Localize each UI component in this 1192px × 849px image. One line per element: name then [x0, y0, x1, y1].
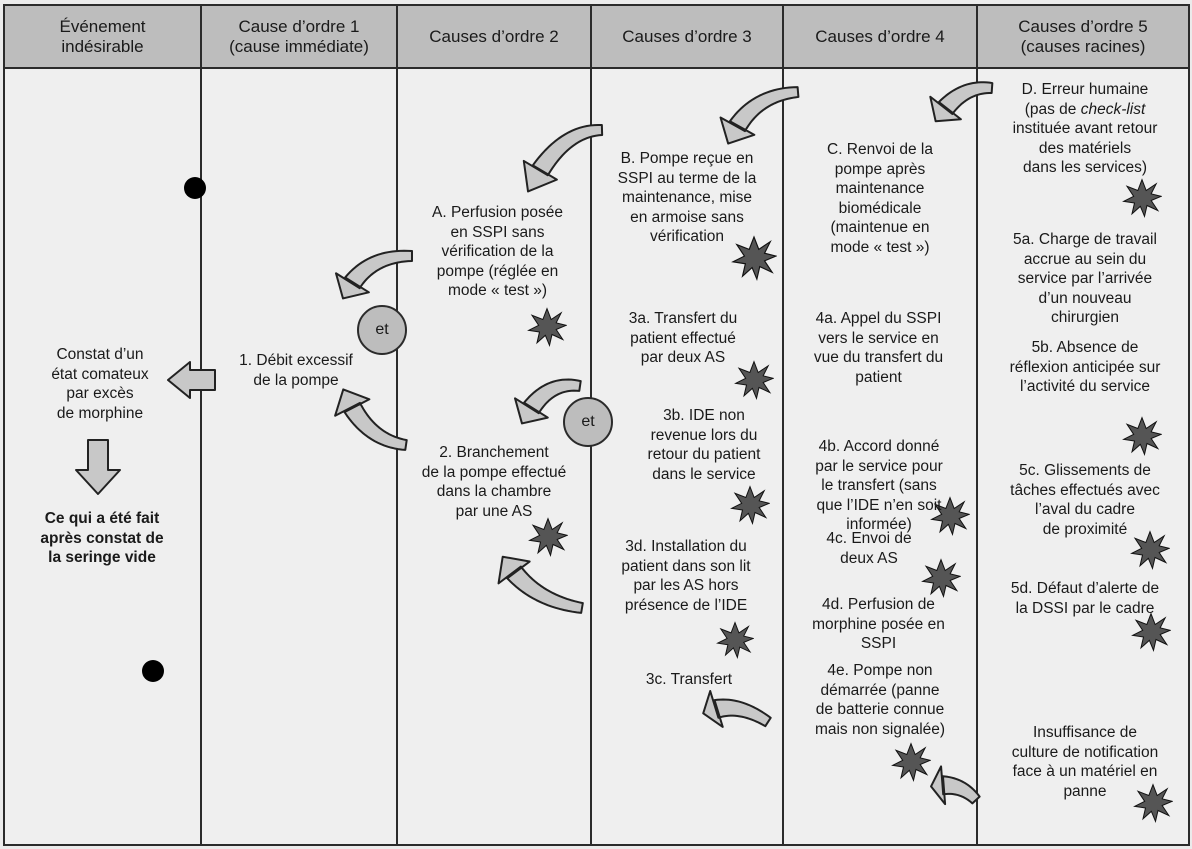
risk-marker-3d: [717, 622, 754, 658]
column-divider: [396, 6, 398, 844]
cause-1-text: 1. Débit excessif de la pompe: [239, 352, 353, 389]
risk-marker-5b: [1123, 417, 1162, 455]
et-node-1: et: [357, 305, 407, 355]
risk-marker-5d: [1132, 613, 1171, 651]
cause-D-checklist: check-list: [1080, 100, 1146, 118]
arrow-D-to-C: [929, 81, 994, 123]
risk-marker-3b: [731, 486, 770, 524]
cause-5a-text: 5a. Charge de travail accrue au sein du …: [1013, 231, 1157, 326]
scan-dot-bottom: [142, 660, 164, 682]
header-ordre-5: Causes d’ordre 5 (causes racines): [978, 6, 1188, 69]
cause-3d-text: 3d. Installation du patient dans son lit…: [621, 538, 751, 614]
cause-B-text: B. Pompe reçue en SSPI au terme de la ma…: [617, 150, 757, 245]
header-ordre-3: Causes d’ordre 3: [592, 6, 784, 69]
arrow-A-to-et: [334, 249, 414, 300]
cause-5c-text: 5c. Glissements de tâches effectués avec…: [1010, 462, 1160, 538]
cause-D-block: D. Erreur humaine (pas de check-list ins…: [982, 80, 1188, 178]
cause-D-rest: instituée avant retour des matériels dan…: [1012, 120, 1158, 176]
cause-D-line1: D. Erreur humaine: [1021, 81, 1149, 98]
arrow-C-to-B: [719, 86, 800, 145]
cause-4e-text: 4e. Pompe non démarrée (panne de batteri…: [814, 662, 946, 738]
header-evenement: Événement indésirable: [5, 6, 202, 69]
cause-3c-text: 3c. Transfert: [645, 671, 733, 688]
arrow-down-event: [75, 439, 121, 495]
arrow-3d-to-2: [497, 555, 584, 614]
cause-4c-text: 4c. Envoi de deux AS: [826, 530, 912, 567]
cause-4a-text: 4a. Appel du SSPI vers le service en vue…: [813, 310, 944, 386]
column-divider: [976, 6, 978, 844]
column-divider: [200, 6, 202, 844]
header-ordre-4: Causes d’ordre 4: [784, 6, 978, 69]
header-ordre-1: Cause d’ordre 1 (cause immédiate): [202, 6, 398, 69]
cause-3a-text: 3a. Transfert du patient effectué par de…: [628, 310, 738, 366]
constat-text: Constat d’un état comateux par excès de …: [51, 346, 149, 422]
arrow-4-to-3c: [702, 690, 772, 728]
et-node-2: et: [563, 397, 613, 447]
ce-qui-a-ete-fait-text: Ce qui a été fait après constat de la se…: [40, 510, 164, 566]
header-ordre-2: Causes d’ordre 2: [398, 6, 592, 69]
arrow-cause1-to-event: [167, 361, 216, 399]
risk-marker-A: [528, 308, 567, 346]
cause-A-text: A. Perfusion posée en SSPI sans vérifica…: [432, 204, 563, 299]
cause-3b-text: 3b. IDE non revenue lors du retour du pa…: [647, 407, 761, 483]
risk-marker-2: [529, 518, 568, 556]
risk-marker-D: [1123, 179, 1162, 217]
cause-D-line2-pre: (pas de: [1024, 100, 1081, 118]
arrow-3ab-to-2: [514, 378, 582, 425]
column-divider: [782, 6, 784, 844]
risk-marker-4e: [892, 743, 931, 781]
insuffisance-text: Insuffisance de culture de notification …: [1011, 724, 1159, 800]
cause-4b-text: 4b. Accord donné par le service pour le …: [815, 438, 943, 533]
cause-D-line2: (pas de check-list: [982, 100, 1188, 120]
arrow-ins-to-4e: [930, 765, 981, 806]
cause-C-text: C. Renvoi de la pompe après maintenance …: [827, 141, 933, 256]
cause-4d-text: 4d. Perfusion de morphine posée en SSPI: [812, 596, 945, 652]
cause-5b-text: 5b. Absence de réflexion anticipée sur l…: [1009, 339, 1161, 395]
scan-dot-top: [184, 177, 206, 199]
cause-5d-text: 5d. Défaut d’alerte de la DSSI par le ca…: [1010, 580, 1160, 617]
arrow-B-to-A: [522, 123, 604, 193]
arrow-2-to-cause1: [334, 388, 408, 451]
cause-2-text: 2. Branchement de la pompe effectué dans…: [421, 444, 567, 520]
